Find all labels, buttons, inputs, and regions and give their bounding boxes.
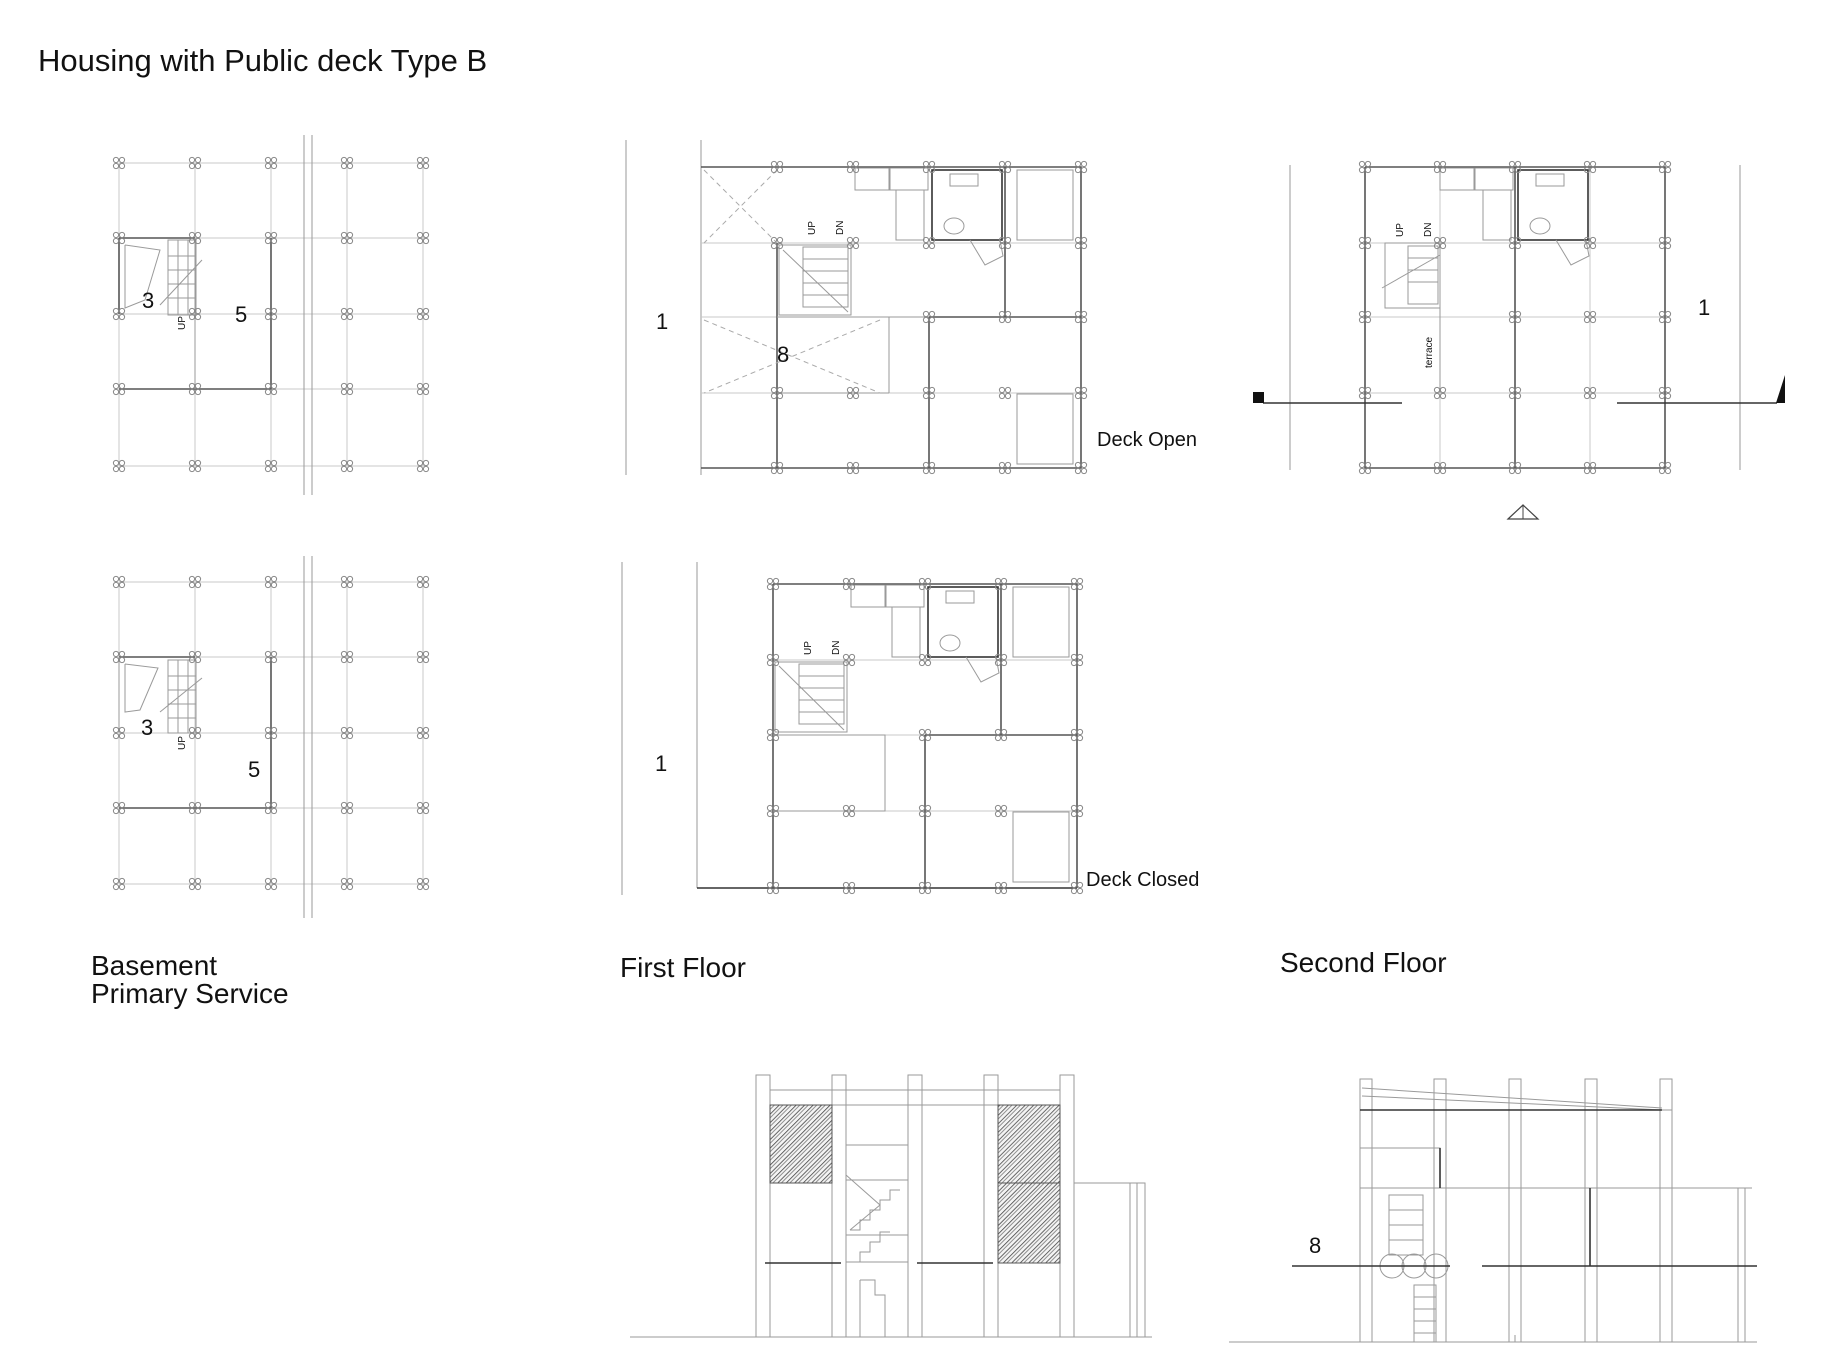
basement-bottom-up-label: UP bbox=[177, 736, 188, 750]
basement-title: Basement bbox=[91, 950, 217, 981]
first-floor-title: First Floor bbox=[620, 952, 746, 983]
first-floor-deck-closed-plan: UP DN 1 Deck Closed bbox=[621, 562, 1199, 895]
hatched-panel-upper-right bbox=[997, 1104, 1061, 1184]
basement-top-label-3: 3 bbox=[142, 288, 154, 313]
second-up-label: UP bbox=[1395, 223, 1406, 237]
sheet-title: Housing with Public deck Type B bbox=[38, 43, 487, 78]
basement-bottom-label-3: 3 bbox=[141, 715, 153, 740]
first-open-up-label: UP bbox=[807, 221, 818, 235]
deck-open-label: Deck Open bbox=[1097, 429, 1197, 451]
second-label-1: 1 bbox=[1698, 295, 1710, 320]
section-marker-left bbox=[1253, 392, 1264, 403]
deck-closed-label: Deck Closed bbox=[1086, 869, 1199, 891]
first-floor-deck-open-plan: UP DN 1 8 Deck Open bbox=[625, 140, 1197, 475]
first-open-dn-label: DN bbox=[835, 221, 846, 235]
first-closed-label-1: 1 bbox=[655, 751, 667, 776]
hatched-panel-lower-right bbox=[997, 1182, 1061, 1264]
first-open-label-1: 1 bbox=[656, 309, 668, 334]
basement-plan-top: 3 5 UP bbox=[112, 135, 430, 495]
first-closed-up-label: UP bbox=[803, 641, 814, 655]
terrace-label: terrace bbox=[1424, 336, 1435, 368]
basement-bottom-label-5: 5 bbox=[248, 757, 260, 782]
first-closed-dn-label: DN bbox=[831, 641, 842, 655]
elevation-front bbox=[630, 1074, 1152, 1338]
second-floor-title: Second Floor bbox=[1280, 947, 1447, 978]
second-dn-label: DN bbox=[1423, 223, 1434, 237]
section-marker-right bbox=[1776, 375, 1785, 403]
second-floor-plan: UP DN terrace 1 bbox=[1253, 160, 1785, 520]
basement-plan-bottom: 3 5 UP bbox=[112, 556, 430, 918]
hatched-panel-upper-left bbox=[769, 1104, 833, 1184]
north-arrow bbox=[1506, 504, 1540, 520]
basement-top-up-label: UP bbox=[177, 316, 188, 330]
basement-subtitle: Primary Service bbox=[91, 978, 289, 1009]
section-label-8: 8 bbox=[1309, 1233, 1321, 1258]
section-side: 8 bbox=[1229, 1078, 1757, 1343]
first-open-label-8: 8 bbox=[777, 342, 789, 367]
basement-top-label-5: 5 bbox=[235, 302, 247, 327]
